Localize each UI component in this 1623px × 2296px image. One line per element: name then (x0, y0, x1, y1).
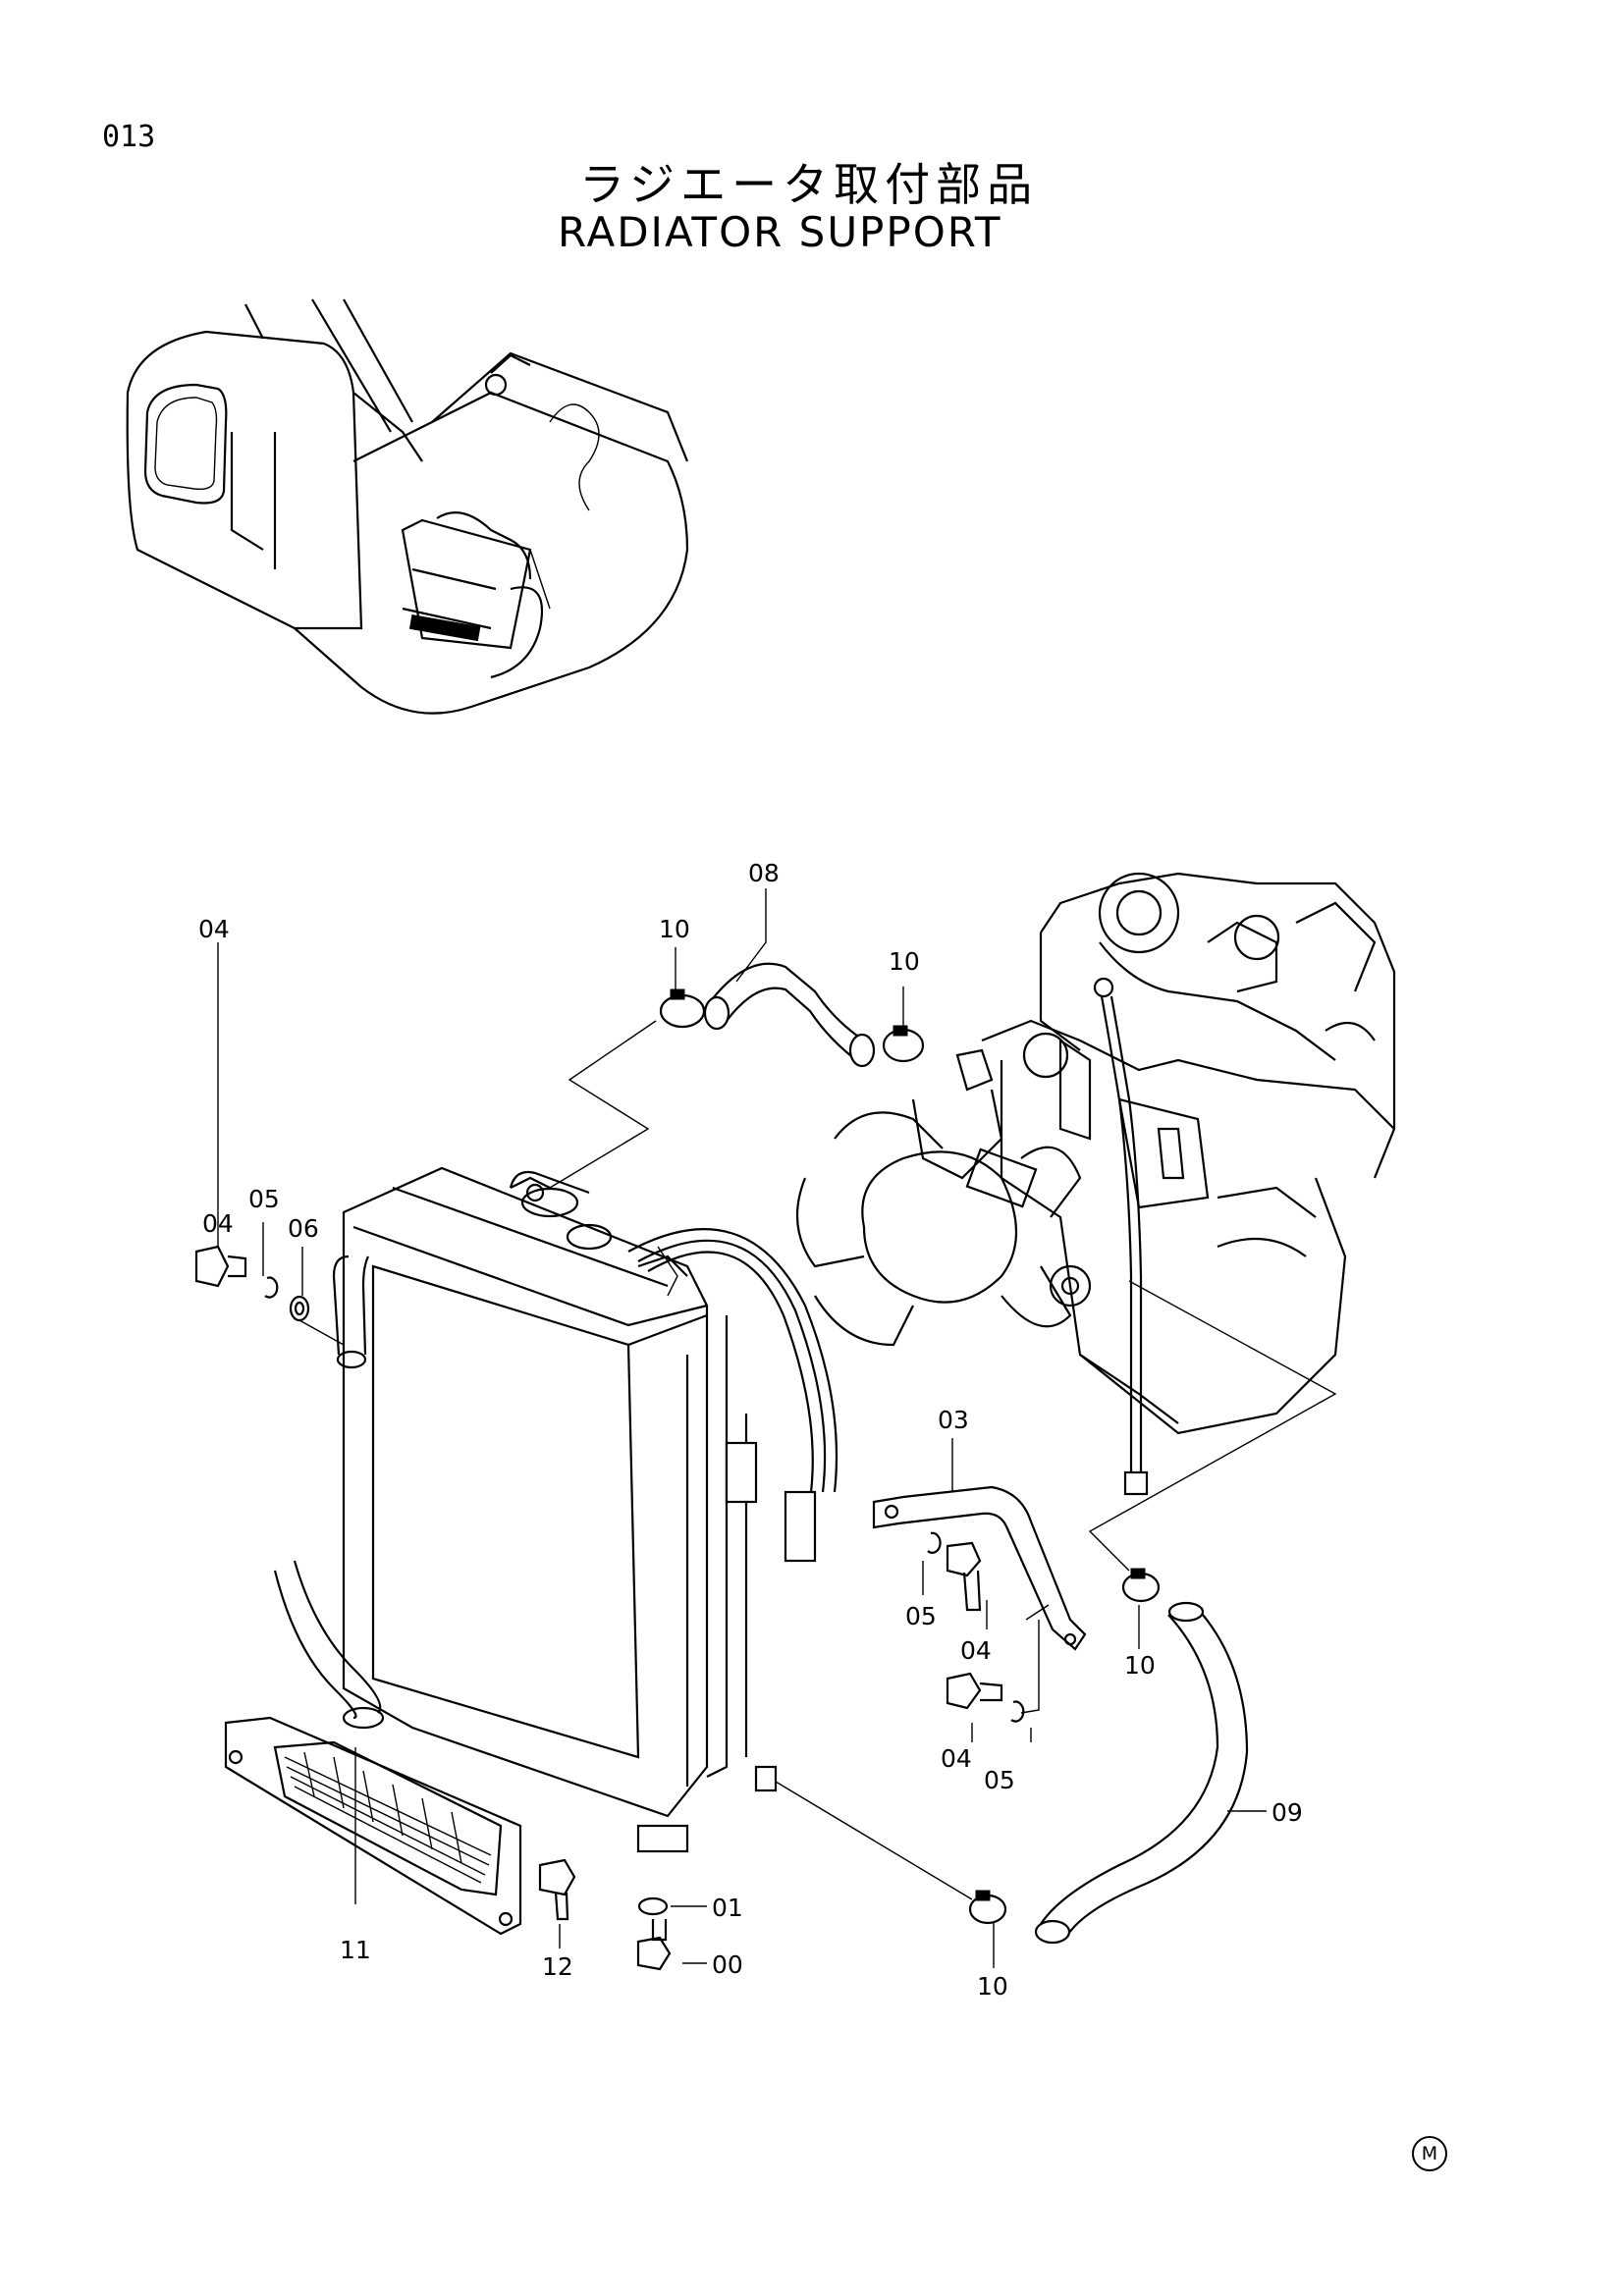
callout-10-upper-right: 10 (889, 947, 920, 976)
title-english: RADIATOR SUPPORT (558, 208, 1002, 256)
radiator-illustration (273, 1166, 839, 1853)
reference-lines (217, 888, 1337, 1968)
callout-06: 06 (288, 1214, 319, 1243)
callout-00: 00 (712, 1950, 743, 1979)
part-callouts: 04 05 06 04 08 10 10 03 05 04 10 04 05 0… (198, 859, 1303, 2001)
callout-08: 08 (748, 859, 780, 887)
radiator-cover-part (224, 1716, 576, 1936)
callout-10-right: 10 (1124, 1651, 1156, 1680)
callout-03: 03 (938, 1406, 969, 1434)
upper-hose-part (703, 962, 876, 1068)
radiator-stay-part (872, 1485, 1087, 1651)
manual-mark-badge: M (1412, 2136, 1447, 2171)
callout-09: 09 (1271, 1798, 1303, 1827)
callout-10-upper-left: 10 (659, 915, 690, 943)
page-code: 013 (102, 120, 156, 154)
callout-12: 12 (542, 1952, 573, 1981)
engine-block-illustration (795, 872, 1396, 1496)
callout-04: 04 (198, 915, 230, 943)
hose-clamp-parts (659, 988, 1161, 1925)
callout-01: 01 (712, 1894, 743, 1922)
title-japanese: ラジエータ取付部品 (579, 158, 1039, 211)
callout-10-lower: 10 (977, 1972, 1008, 2001)
callout-05-lower: 05 (984, 1766, 1015, 1794)
callout-05: 05 (248, 1185, 280, 1213)
callout-05-middle: 05 (905, 1602, 937, 1630)
excavator-overview-illustration (126, 298, 689, 715)
callout-04-lower: 04 (941, 1744, 972, 1773)
callout-04-middle: 04 (960, 1636, 992, 1665)
bolt-parts (194, 1245, 1003, 1971)
callout-11: 11 (340, 1936, 371, 1964)
lower-hose-part (1034, 1601, 1249, 1945)
callout-04-upper: 04 (202, 1209, 234, 1238)
